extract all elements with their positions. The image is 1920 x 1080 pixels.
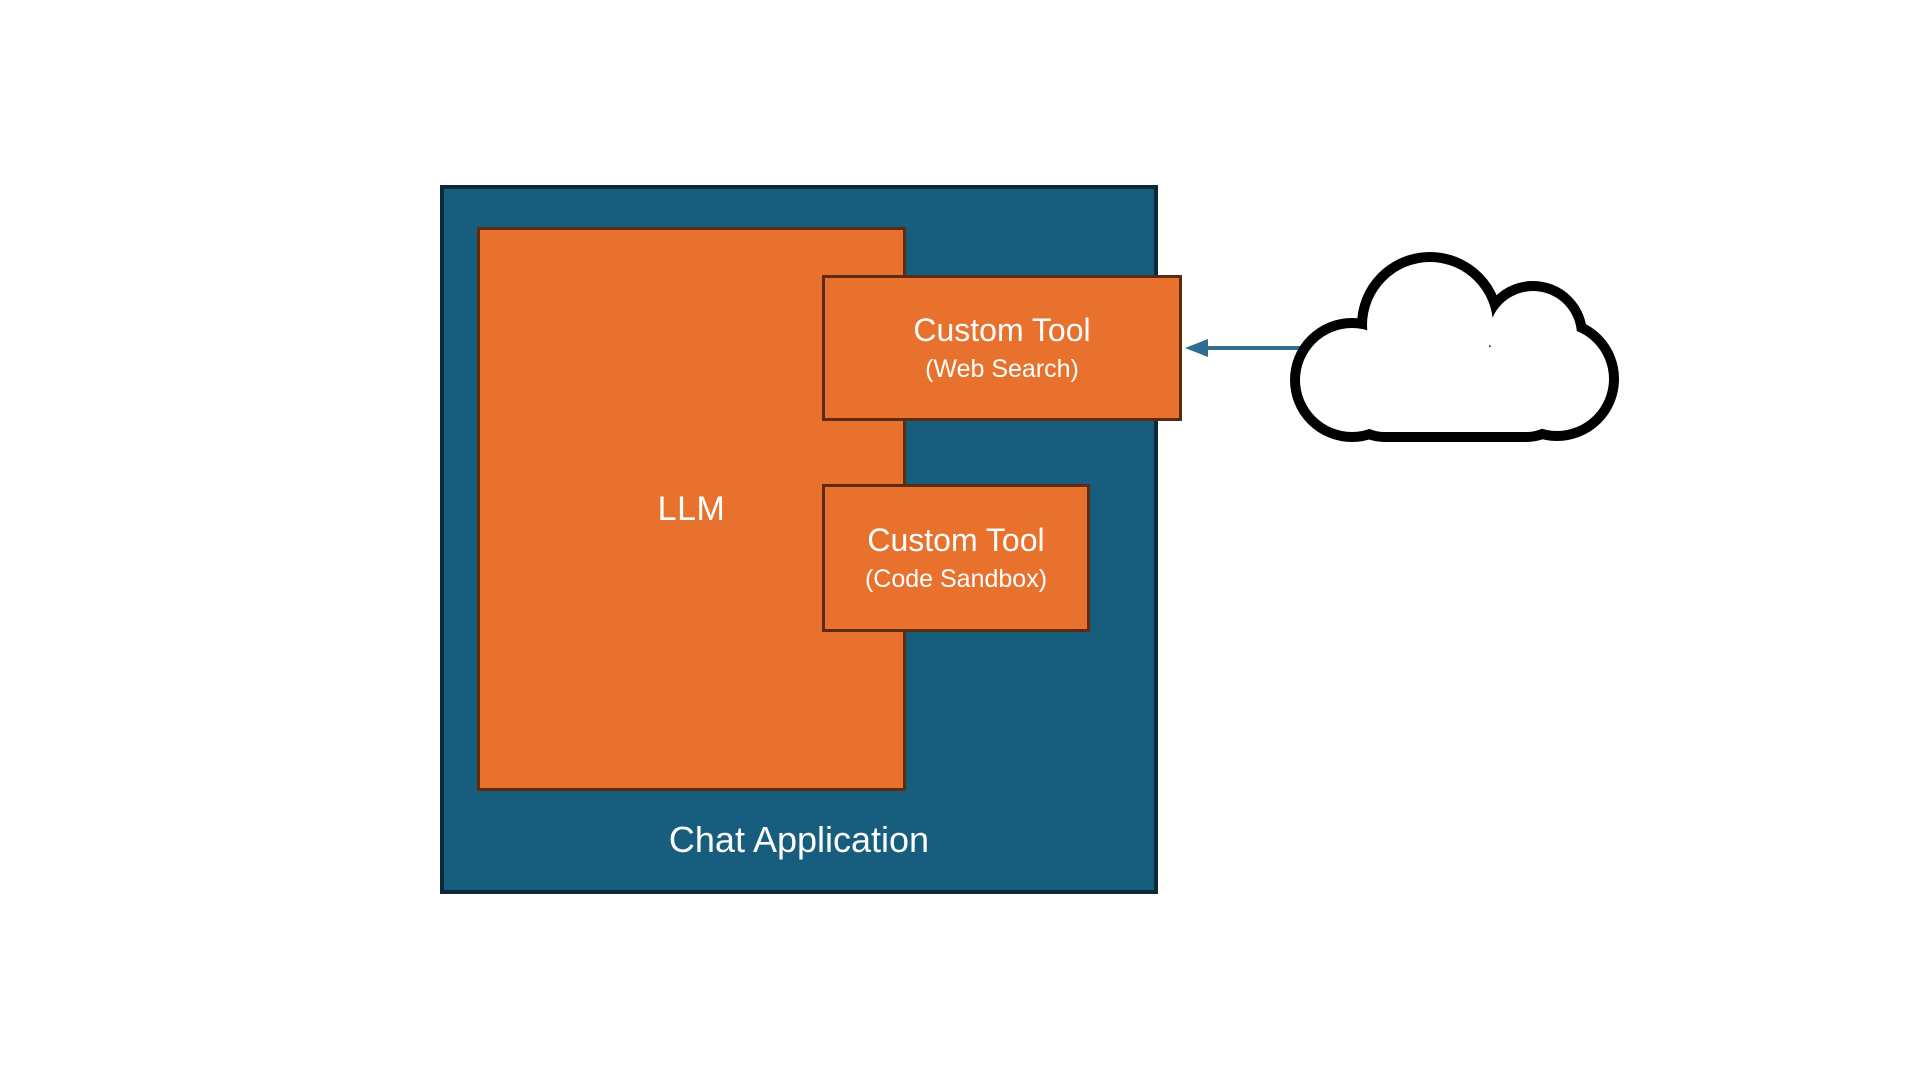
custom-tool-code-sandbox-title: Custom Tool xyxy=(867,522,1045,559)
cloud-to-tool-arrow xyxy=(1185,339,1307,357)
llm-label: LLM xyxy=(657,489,726,528)
custom-tool-web-search-title: Custom Tool xyxy=(913,312,1091,349)
custom-tool-web-search-box: Custom Tool (Web Search) xyxy=(822,275,1182,421)
custom-tool-web-search-subtitle: (Web Search) xyxy=(925,354,1079,383)
custom-tool-code-sandbox-subtitle: (Code Sandbox) xyxy=(864,564,1048,593)
custom-tool-code-sandbox-box: Custom Tool (Code Sandbox) xyxy=(822,484,1090,632)
arrow-head xyxy=(1185,339,1208,357)
cloud-body xyxy=(1300,262,1609,432)
cloud-icon xyxy=(1290,252,1619,442)
chat-application-label: Chat Application xyxy=(668,819,930,860)
